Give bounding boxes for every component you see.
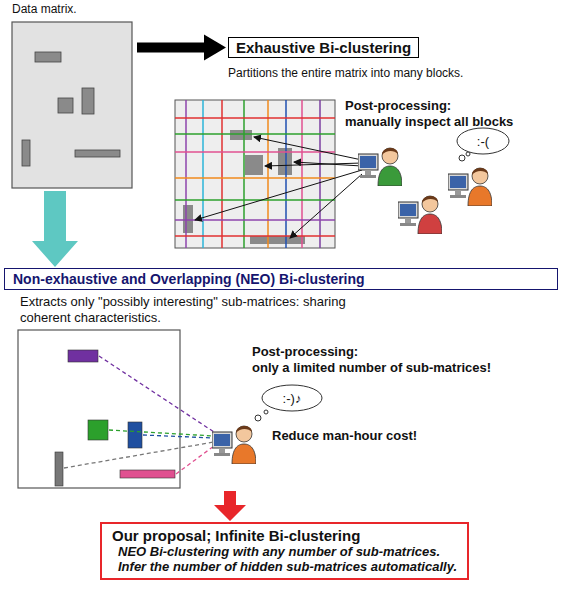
emoticon: :-)♪ [283, 391, 302, 406]
person-icon [448, 168, 492, 206]
note-text: manually inspect all blocks [345, 114, 513, 129]
note-heading: Post-processing: [252, 344, 358, 359]
method-box: Exhaustive Bi-clustering [228, 37, 419, 58]
neo-section: Non-exhaustive and Overlapping (NEO) Bi-… [4, 268, 558, 490]
data-matrix-node: Data matrix. [10, 0, 135, 190]
speech-bubble [457, 128, 509, 161]
person-icon [358, 148, 402, 186]
flow-arrow [214, 491, 246, 521]
data-matrix [12, 22, 132, 188]
inspect-arrows [195, 137, 362, 238]
node-title: Non-exhaustive and Overlapping (NEO) Bi-… [4, 268, 558, 290]
emoticon: :-( [477, 134, 489, 149]
benefit-note: Reduce man-hour cost! [272, 428, 417, 443]
description: Partitions the entire matrix into many b… [228, 66, 463, 80]
node-text: Extracts only "possibly interesting" sub… [20, 294, 365, 327]
speech-bubble [255, 385, 322, 421]
person-icon [398, 196, 442, 234]
partitioned-matrix [175, 100, 335, 248]
node-title: Our proposal; Infinite Bi-clustering [112, 527, 457, 544]
dashed-links [64, 356, 214, 474]
person-icon [212, 426, 256, 464]
neo-matrix [18, 330, 180, 488]
note-heading: Post-processing: [345, 98, 451, 113]
proposal-box: Our proposal; Infinite Bi-clusteringNEO … [100, 522, 469, 580]
flow-arrow [137, 35, 226, 61]
node-text: Infer the number of hidden sub-matrices … [118, 559, 457, 574]
node-title: Exhaustive Bi-clustering [236, 39, 411, 56]
flow-arrow [32, 191, 78, 267]
note-text: only a limited number of sub-matrices! [252, 360, 491, 375]
node-title: Data matrix. [12, 2, 135, 16]
node-text: NEO Bi-clustering with any number of sub… [118, 544, 457, 559]
